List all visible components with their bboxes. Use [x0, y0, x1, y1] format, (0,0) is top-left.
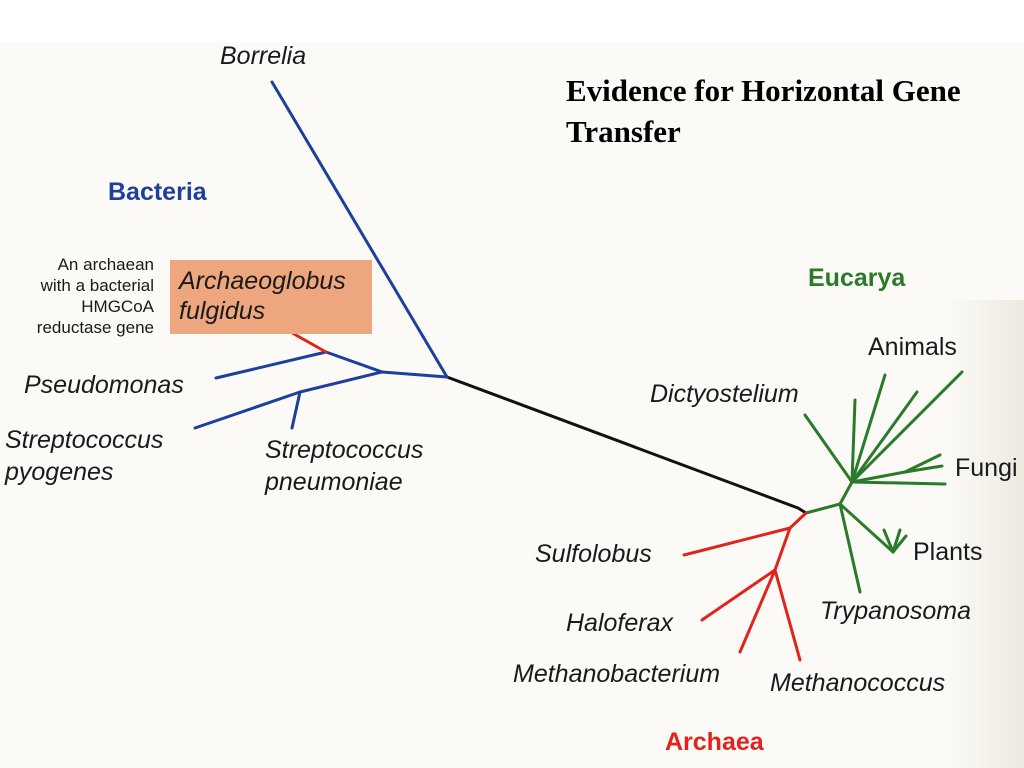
dictyostelium-branch — [803, 413, 854, 484]
animals-branch-4 — [850, 370, 964, 484]
fungi-label: Fungi — [955, 454, 1018, 482]
haloferax-branch — [700, 568, 777, 622]
slide-title: Evidence for Horizontal Gene Transfer — [566, 73, 961, 149]
plants-branch — [838, 502, 895, 554]
eucarya-stem — [804, 502, 842, 515]
animals-label: Animals — [868, 333, 957, 361]
eucarya-clade — [803, 370, 964, 594]
eucarya-domain-label: Eucarya — [808, 264, 906, 292]
streptococcus-pneumoniae-label: Streptococcus pneumoniae — [265, 436, 424, 496]
sulfolobus-label: Sulfolobus — [535, 540, 652, 568]
trunk-branch — [445, 375, 808, 515]
fungi-branch-1 — [903, 453, 942, 474]
crown-stem — [838, 480, 854, 506]
animals-branch-2 — [850, 373, 887, 484]
bacteria-clade — [193, 80, 449, 430]
animals-branch-3 — [850, 390, 919, 484]
borrelia-branch — [270, 80, 449, 379]
pseudomonas-label: Pseudomonas — [24, 371, 184, 399]
streptococcus-pneumoniae-branch — [290, 390, 302, 430]
methanobacterium-branch — [738, 568, 777, 654]
horizontal-transfer-note: An archaean with a bacterial HMGCoA redu… — [36, 255, 154, 337]
trunk-line — [445, 375, 808, 515]
streptococcus-pyogenes-label: Streptococcus pyogenes — [5, 426, 164, 486]
methanococcus-branch — [773, 568, 802, 662]
trypanosoma-label: Trypanosoma — [820, 597, 971, 625]
archaeoglobus-label: Archaeoglobus fulgidus — [179, 267, 346, 325]
methanobacterium-label: Methanobacterium — [513, 660, 721, 688]
pseudomonas-branch — [214, 350, 384, 380]
fungi-branch-2 — [903, 464, 944, 474]
sulfolobus-branch — [682, 526, 792, 557]
borrelia-label: Borrelia — [220, 42, 307, 70]
archaeoglobus-highlight-box — [170, 260, 372, 334]
dictyostelium-label: Dictyostelium — [650, 380, 799, 408]
plants-tip-3 — [891, 534, 908, 554]
bacteria-domain-label: Bacteria — [108, 178, 207, 206]
bacteria-stem — [380, 370, 449, 379]
plants-tip-1 — [882, 528, 895, 554]
archaea-clade — [682, 511, 808, 662]
streptococcus-stem — [298, 370, 384, 394]
fungi-stem — [850, 470, 907, 484]
methanococcus-label: Methanococcus — [770, 669, 946, 697]
streptococcus-pyogenes-branch — [193, 390, 302, 430]
fungi-branch-3 — [850, 480, 947, 486]
animals-branch-1 — [850, 398, 857, 484]
haloferax-label: Haloferax — [566, 609, 673, 637]
archaea-stem — [788, 511, 808, 530]
trypanosoma-branch — [838, 502, 862, 594]
archaea-inner-stem — [773, 526, 792, 572]
plants-label: Plants — [913, 538, 983, 566]
scan-page-edge — [945, 300, 1024, 768]
archaea-domain-label: Archaea — [665, 728, 764, 756]
